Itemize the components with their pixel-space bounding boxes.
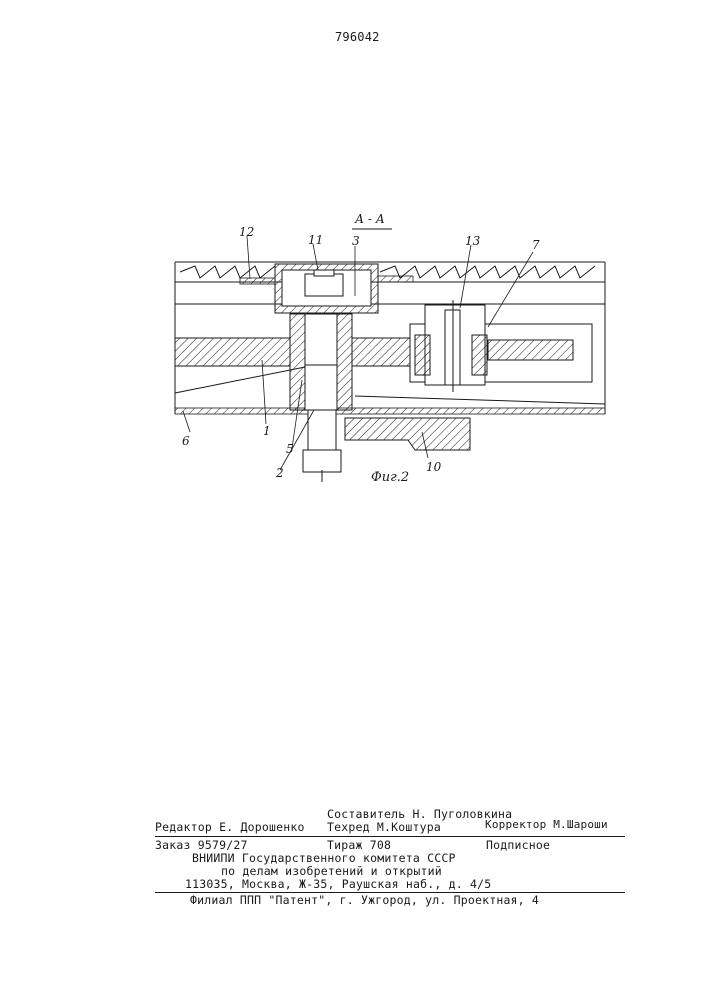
callout-13: 13 [465,234,480,248]
callout-7: 7 [532,238,540,252]
callout-3: 3 [352,234,360,248]
callout-10: 10 [426,460,441,474]
address: 113035, Москва, Ж-35, Раушская наб., д. … [185,877,491,891]
beam-1 [175,338,290,366]
org-line1: ВНИИПИ Государственного комитета СССР [192,851,456,865]
branch: Филиал ППП "Патент", г. Ужгород, ул. Про… [190,893,539,907]
techred: Техред М.Коштура [327,820,441,834]
section-label: А - А [355,212,385,226]
callout-2: 2 [276,466,284,480]
mechanism-7 [410,300,592,392]
callout-12: 12 [239,225,254,239]
plate-12 [240,278,275,284]
callout-1: 1 [263,424,271,438]
callout-11: 11 [308,233,323,247]
order: Заказ 9579/27 [155,838,248,852]
bottom-rail [175,408,605,414]
callout-5: 5 [286,442,294,456]
subscription: Подписное [486,838,550,852]
corrector: Корректор М.Шароши [485,818,608,831]
callout-6: 6 [182,434,190,448]
beam-right [352,338,412,366]
cap-housing [275,264,378,313]
lower-block-10 [345,418,470,450]
editor: Редактор Е. Дорошенко [155,820,305,834]
print-run: Тираж 708 [327,838,391,852]
figure-caption: Фиг.2 [371,470,409,485]
plate-right [378,276,413,282]
org-line2: по делам изобретений и открытий [221,864,442,878]
rule-top [155,836,625,837]
